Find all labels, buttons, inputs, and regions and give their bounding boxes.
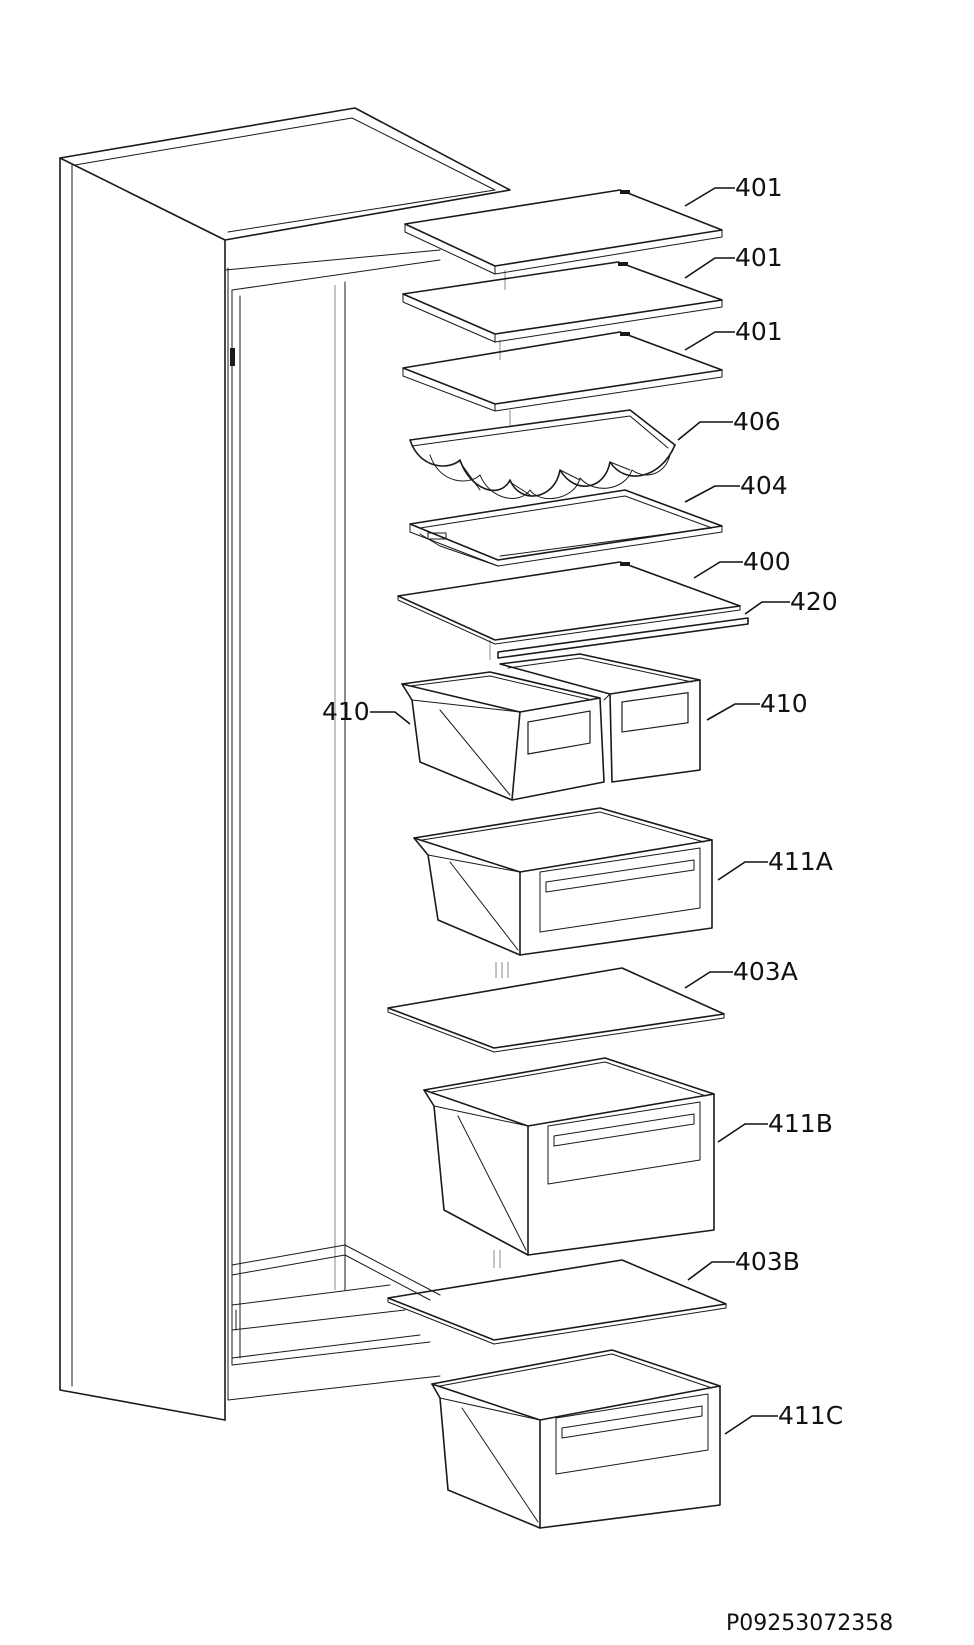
label-drawer-410-left: 410: [322, 697, 370, 726]
drawer-411B: [423, 1057, 715, 1256]
drawer-411A: [413, 807, 713, 956]
label-drawer-410-right: 410: [760, 689, 808, 718]
shelf-401-top: [404, 189, 723, 275]
leader-lines: [370, 187, 790, 1435]
label-plate-403A: 403A: [733, 957, 798, 986]
label-trim-420: 420: [790, 587, 838, 616]
label-shelf-401-second: 401: [735, 243, 783, 272]
bottle-rack-406: [409, 409, 676, 499]
shelf-401-third: [402, 331, 723, 412]
label-shelf-400: 400: [743, 547, 791, 576]
label-shelf-404: 404: [740, 471, 788, 500]
shelf-404: [409, 489, 723, 567]
cabinet: [59, 107, 511, 1421]
document-code: P09253072358: [726, 1611, 893, 1636]
alignment-marks: [489, 270, 511, 1268]
shelf-400: [397, 561, 741, 645]
shelf-401-second: [402, 261, 723, 343]
drawer-410-left: [401, 671, 605, 801]
trim-420: [497, 617, 749, 659]
label-shelf-401-top: 401: [735, 173, 783, 202]
label-drawer-411B: 411B: [768, 1109, 833, 1138]
drawer-410-right: [499, 653, 701, 783]
drawer-411C: [431, 1349, 721, 1529]
label-bottle-rack-406: 406: [733, 407, 781, 436]
plate-403B: [387, 1259, 727, 1345]
label-drawer-411C: 411C: [778, 1401, 843, 1430]
plate-403A: [387, 967, 725, 1053]
label-drawer-411A: 411A: [768, 847, 833, 876]
label-shelf-401-third: 401: [735, 317, 783, 346]
label-plate-403B: 403B: [735, 1247, 800, 1276]
